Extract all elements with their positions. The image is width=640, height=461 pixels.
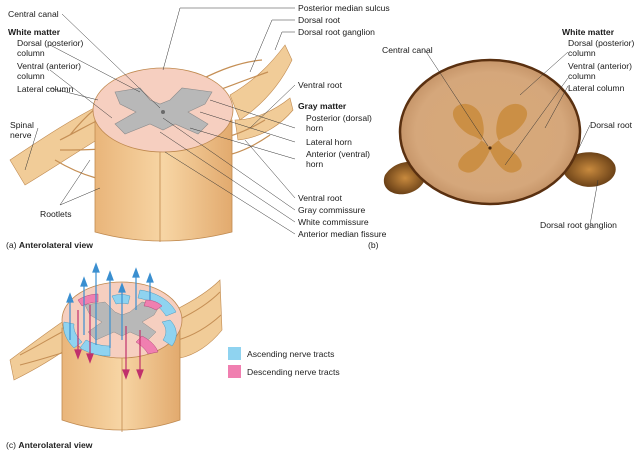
panel-b-micrograph — [383, 58, 616, 206]
caption-a-text: Anterolateral view — [18, 240, 93, 250]
caption-b-letter: (b) — [368, 240, 379, 250]
label-dorsal-column-b-2: column — [568, 48, 596, 58]
label-ventral-root-a: Ventral root — [298, 80, 342, 90]
label-lateral-column-a: Lateral column — [17, 84, 74, 94]
panel-a-drawing — [9, 44, 294, 242]
panel-c-right-nerve-shape — [174, 279, 223, 359]
label-anterior-horn-1: Anterior (ventral) — [306, 149, 370, 159]
label-ventral-column-a-1: Ventral (anterior) — [17, 61, 82, 71]
caption-panel-a: (a) Anterolateral view — [6, 240, 93, 250]
label-white-matter-b: White matter — [562, 27, 615, 37]
label-ventral-column-a-2: column — [17, 71, 45, 81]
legend-ascending-label: Ascending nerve tracts — [247, 348, 335, 359]
label-anterior-horn-2: horn — [306, 159, 324, 169]
label-posterior-horn-2: horn — [306, 123, 324, 133]
label-dorsal-column-b-1: Dorsal (posterior) — [568, 38, 635, 48]
legend-descending-swatch — [228, 365, 241, 378]
panel-c-drawing — [9, 262, 223, 432]
label-posterior-median-sulcus: Posterior median sulcus — [298, 3, 390, 13]
right-nerve-shape — [229, 44, 293, 121]
right-nerve-lower-shape — [234, 97, 294, 141]
cord-side-shape — [94, 119, 233, 242]
label-ventral-root-lower: Ventral root — [298, 193, 342, 203]
left-spinal-nerve-shape — [9, 104, 106, 186]
label-white-commissure: White commissure — [298, 217, 369, 227]
panel-b-leader-lines — [424, 49, 599, 226]
label-dorsal-column-a-2: column — [17, 48, 45, 58]
right-rootlets-shape — [199, 59, 271, 157]
label-spinal-nerve-1: Spinal — [10, 120, 34, 130]
caption-a-letter: (a) — [6, 240, 17, 250]
caption-c-letter: (c) — [6, 440, 17, 450]
label-lateral-column-b: Lateral column — [568, 83, 625, 93]
legend-descending: Descending nerve tracts — [228, 365, 340, 378]
caption-c-text: Anterolateral view — [18, 440, 93, 450]
histology-section-shape — [400, 60, 580, 204]
legend-descending-label: Descending nerve tracts — [247, 366, 340, 377]
panel-a-leader-lines — [24, 7, 296, 235]
label-gray-commissure: Gray commissure — [298, 205, 366, 215]
label-central-canal-b: Central canal — [382, 45, 433, 55]
label-anterior-median-fissure: Anterior median fissure — [298, 229, 387, 239]
label-dorsal-root-b: Dorsal root — [590, 120, 633, 130]
label-posterior-horn-1: Posterior (dorsal) — [306, 113, 372, 123]
legend-ascending-swatch — [228, 347, 241, 360]
legend-ascending: Ascending nerve tracts — [228, 347, 334, 360]
label-ventral-column-b-2: column — [568, 71, 596, 81]
right-ganglion-shape — [562, 152, 616, 187]
caption-panel-b: (b) — [368, 240, 379, 250]
label-dorsal-column-a-1: Dorsal (posterior) — [17, 38, 84, 48]
label-dorsal-root-ganglion-a: Dorsal root ganglion — [298, 27, 375, 37]
label-lateral-horn: Lateral horn — [306, 137, 352, 147]
label-white-matter-a: White matter — [8, 27, 61, 37]
label-spinal-nerve-2: nerve — [10, 130, 32, 140]
label-dorsal-root-ganglion-b: Dorsal root ganglion — [540, 220, 617, 230]
label-rootlets: Rootlets — [40, 209, 72, 219]
caption-panel-c: (c) Anterolateral view — [6, 440, 92, 450]
label-gray-matter: Gray matter — [298, 101, 347, 111]
label-central-canal-a: Central canal — [8, 9, 59, 19]
label-ventral-column-b-1: Ventral (anterior) — [568, 61, 633, 71]
left-rootlets-shape — [54, 87, 131, 182]
label-dorsal-root-a: Dorsal root — [298, 15, 341, 25]
